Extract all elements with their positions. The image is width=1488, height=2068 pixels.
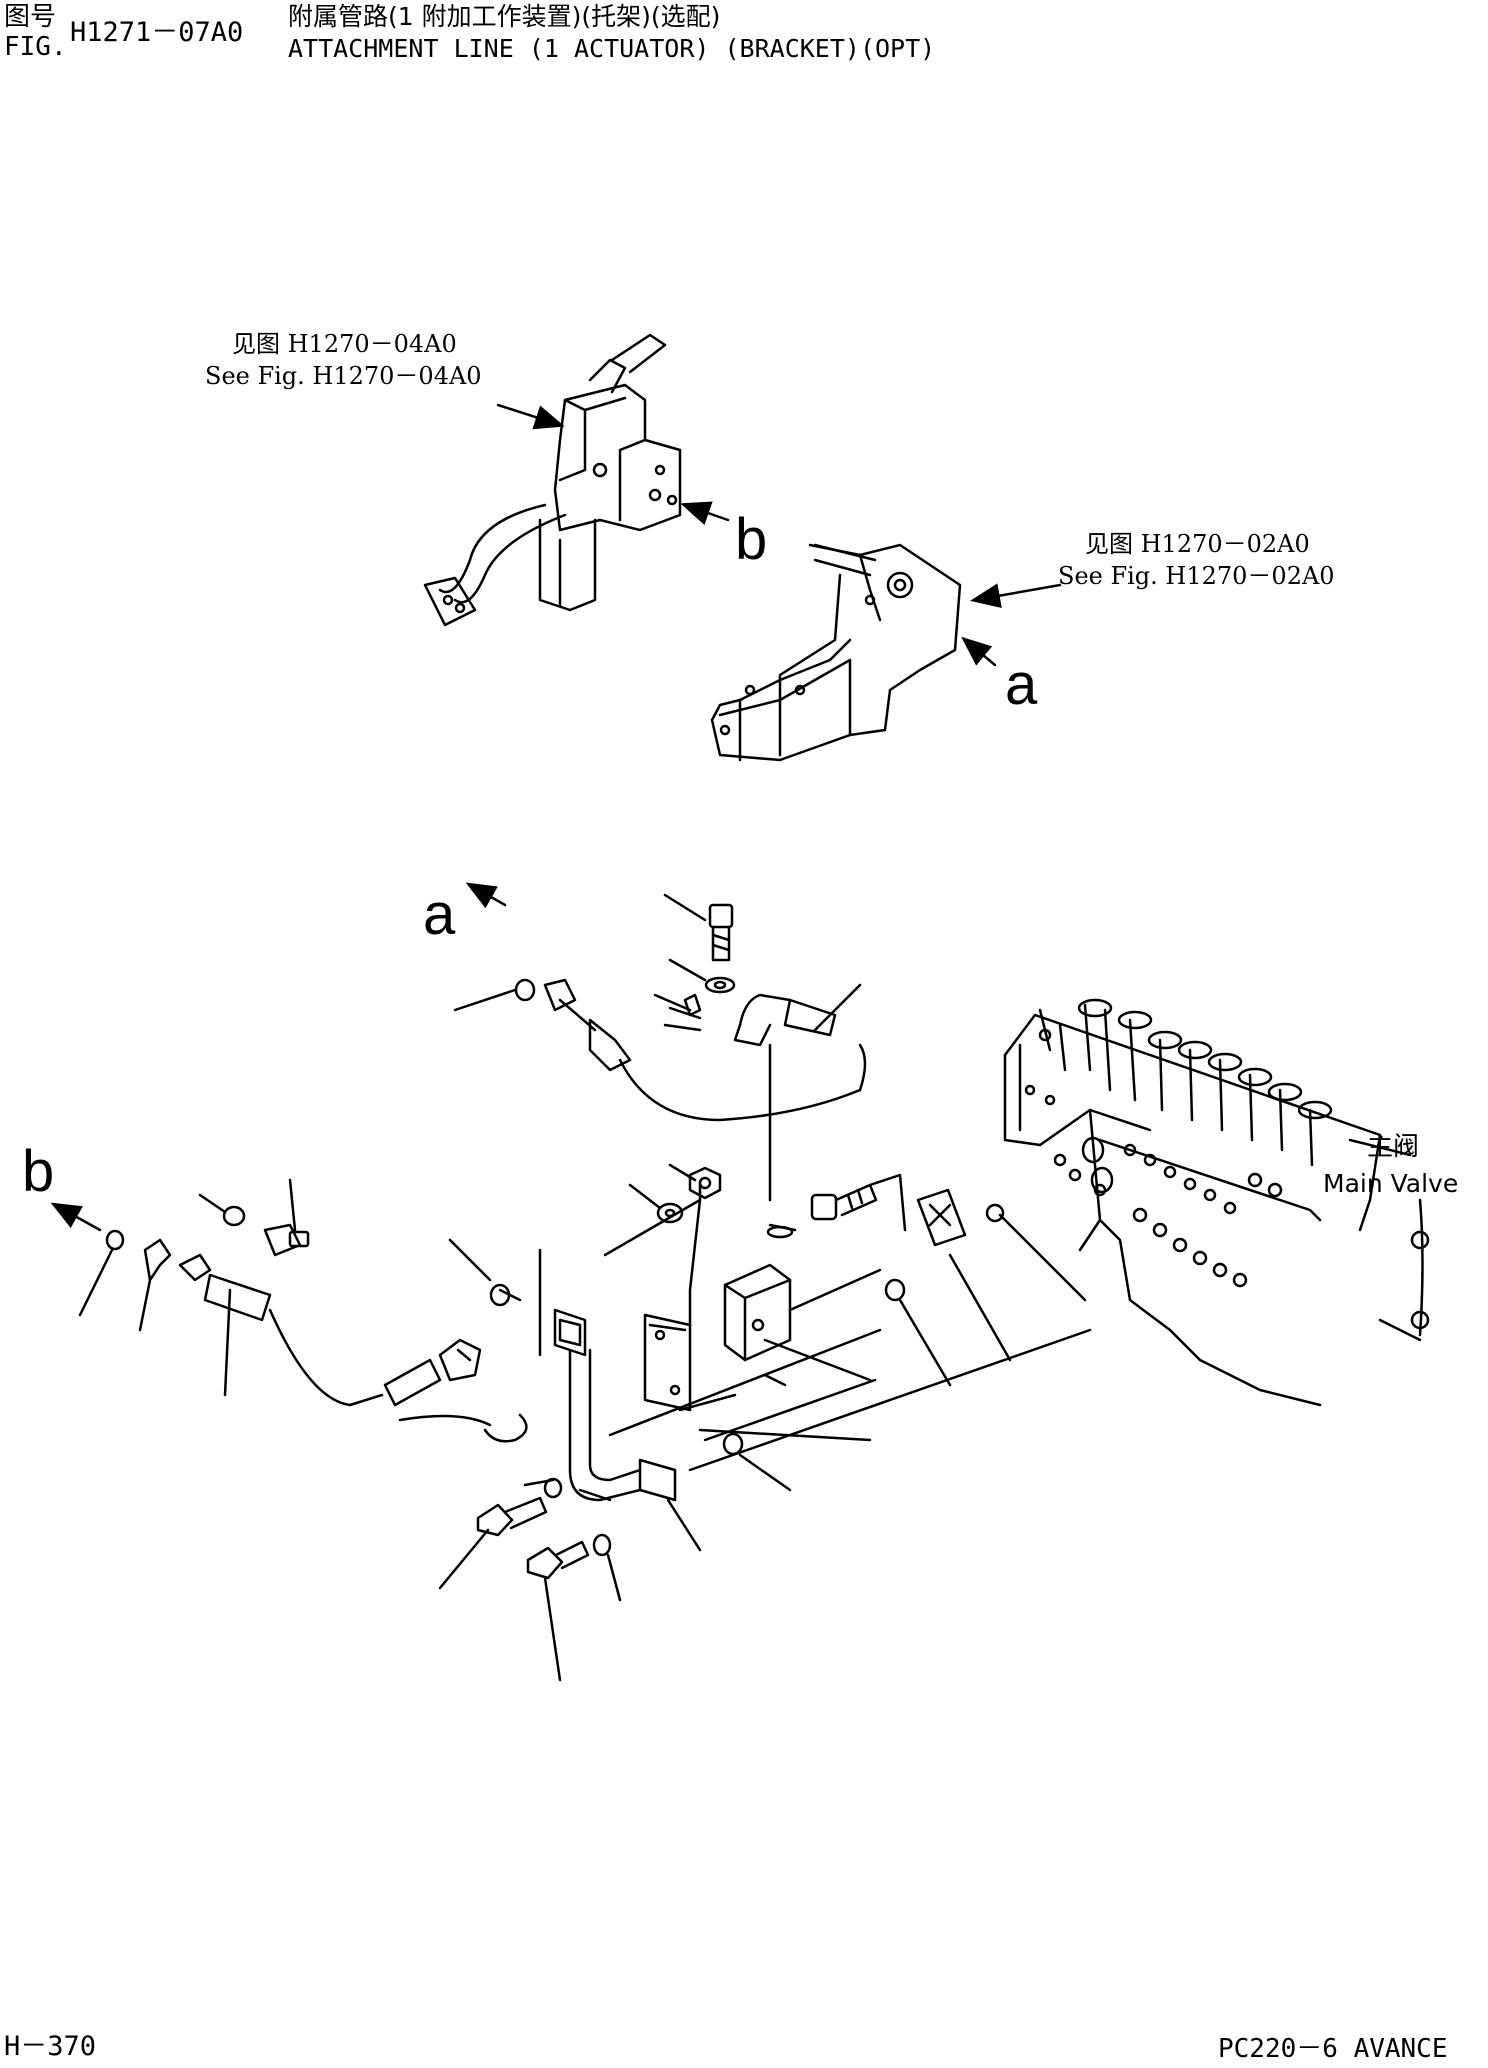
- title-en: ATTACHMENT LINE (1 ACTUATOR) (BRACKET)(O…: [288, 34, 936, 63]
- callout-b-bottom: b: [22, 1139, 55, 1204]
- nut-washer-group: [628, 1163, 722, 1224]
- upper-valve-assembly: [423, 333, 730, 627]
- hose-a: [453, 882, 867, 1202]
- reference-2-cn: 见图 H1270－02A0: [1085, 530, 1310, 558]
- fig-label-en: FIG.: [4, 32, 67, 62]
- lower-valve-assembly: [710, 543, 1062, 762]
- model-name: PC220－6 AVANCE: [1218, 2034, 1448, 2064]
- bracket-assembly: [538, 1183, 1092, 1502]
- page-number: H－370: [4, 2031, 97, 2062]
- reference-2-en: See Fig. H1270－02A0: [1058, 562, 1335, 590]
- callout-b-top: b: [735, 507, 768, 572]
- bolt-group-right: [810, 1173, 1087, 1387]
- callout-a-top: a: [1005, 652, 1038, 717]
- reference-1-en: See Fig. H1270－04A0: [205, 362, 482, 390]
- main-valve: [1003, 998, 1430, 1407]
- fig-number: H1271－07A0: [70, 17, 244, 48]
- bolt-group-top: [663, 893, 736, 1032]
- reference-1-cn: 见图 H1270－04A0: [232, 330, 457, 358]
- hose-b: [50, 1178, 528, 1443]
- main-valve-label-en: Main Valve: [1323, 1169, 1459, 1198]
- fig-label-cn: 图号: [4, 2, 57, 32]
- bolt-group-bottom: [438, 1432, 792, 1682]
- callout-a-bottom: a: [423, 882, 456, 947]
- title-cn: 附属管路(1 附加工作装置)(托架)(选配): [288, 2, 721, 31]
